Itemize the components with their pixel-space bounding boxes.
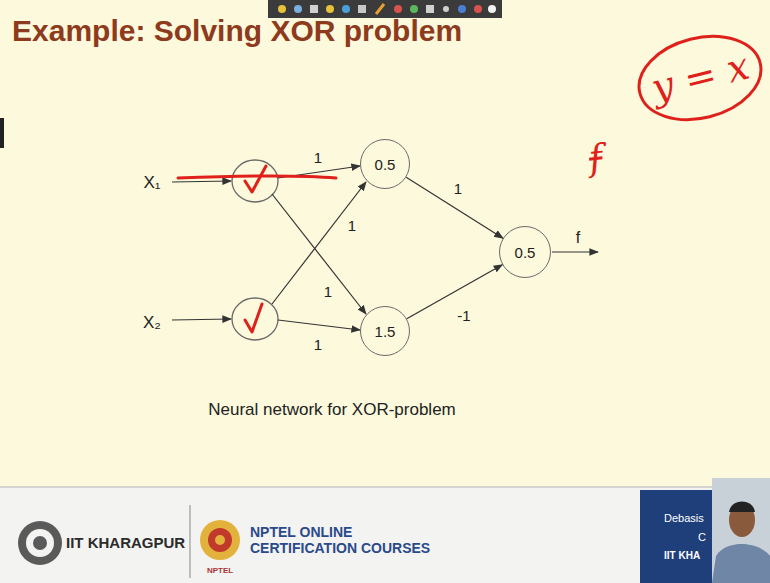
hidden-neuron: 0.5 xyxy=(360,139,410,189)
institute-name: IIT KHARAGPUR xyxy=(66,534,185,551)
handwritten-note: f xyxy=(587,137,605,180)
slide-title: Example: Solving XOR problem xyxy=(12,14,462,49)
handwritten-note: y = x xyxy=(647,45,754,111)
presenter-video xyxy=(712,478,770,583)
output-label: f xyxy=(576,229,580,247)
presenter-detail: IIT KHA xyxy=(664,550,700,562)
hidden-neuron: 1.5 xyxy=(360,306,410,356)
footer-band xyxy=(0,487,770,583)
input-circle xyxy=(232,160,278,202)
output-neuron: 0.5 xyxy=(499,226,551,278)
weight-label: 1 xyxy=(314,336,322,353)
weight-label: 1 xyxy=(348,217,356,234)
edge-mark xyxy=(0,118,4,148)
logo-text: NPTEL xyxy=(207,566,233,575)
handwriting xyxy=(178,24,770,332)
weight-label: 1 xyxy=(452,180,464,197)
weighted-connection xyxy=(406,177,503,238)
neuron-threshold: 1.5 xyxy=(375,323,396,340)
course-name: NPTEL ONLINE CERTIFICATION COURSES xyxy=(250,524,440,556)
presenter-name: Debasis xyxy=(664,512,704,525)
weight-label: -1 xyxy=(455,307,472,324)
weight-label: 1 xyxy=(324,283,332,300)
neuron-threshold: 0.5 xyxy=(515,244,536,261)
input-label: X₁ xyxy=(143,173,160,193)
input-label: X₂ xyxy=(143,313,161,333)
presenter-detail: C xyxy=(698,531,706,544)
neuron-threshold: 0.5 xyxy=(375,156,396,173)
figure-caption: Neural network for XOR-problem xyxy=(208,400,456,420)
weight-label: 1 xyxy=(314,149,322,166)
input-circle xyxy=(232,298,278,340)
